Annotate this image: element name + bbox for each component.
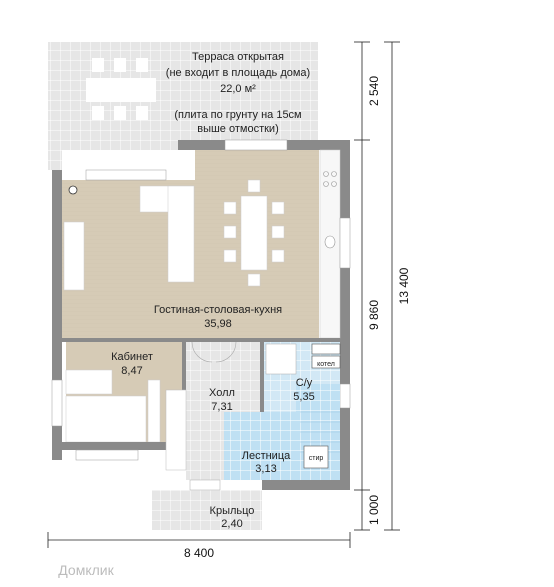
- terrace-chair: [136, 58, 148, 72]
- window: [85, 169, 167, 181]
- terrace-chair: [92, 106, 104, 120]
- sofa-side: [167, 185, 195, 283]
- interior-wall: [62, 338, 340, 342]
- chair: [223, 249, 237, 263]
- stairs-treads: [300, 411, 340, 453]
- tv-unit: [63, 221, 85, 291]
- chair: [223, 201, 237, 215]
- stove-burner: [331, 181, 337, 187]
- chair: [223, 225, 237, 239]
- shower: [265, 343, 297, 375]
- window: [339, 217, 351, 269]
- terrace-area: 22,0 м²: [220, 83, 256, 95]
- stove-burner: [331, 171, 337, 177]
- washer: [303, 445, 329, 469]
- terrace-chair: [114, 106, 126, 120]
- terrace-title: Терраса открытая: [192, 51, 284, 63]
- dimension-total-label: 13 400: [397, 267, 411, 304]
- stove-burner: [323, 181, 329, 187]
- chair: [271, 225, 285, 239]
- watermark: Домклик: [58, 562, 114, 578]
- porch-step: [189, 479, 221, 491]
- window: [75, 449, 139, 461]
- washer-label: стир: [309, 455, 324, 462]
- dimension-porch-label: 1 000: [367, 495, 381, 525]
- terrace-subtitle: (не входит в площадь дома): [166, 67, 310, 79]
- chair: [247, 179, 261, 193]
- living-area: 35,98: [204, 318, 232, 330]
- floor-lamp: [68, 185, 78, 195]
- chair: [271, 201, 285, 215]
- door-swing: [215, 341, 237, 363]
- chair: [271, 249, 285, 263]
- office-name: Кабинет: [111, 351, 153, 363]
- terrace-table: [86, 78, 156, 102]
- dimension-house-label: 9 860: [367, 300, 381, 330]
- stove-burner: [323, 171, 329, 177]
- hall-closet: [165, 389, 187, 471]
- dimension-terrace-label: 2 540: [367, 76, 381, 106]
- dimension-width-label: 8 400: [184, 546, 214, 560]
- stairs-name: Лестница: [242, 450, 291, 462]
- porch-name: Крыльцо: [210, 505, 255, 517]
- interior-wall: [62, 442, 186, 450]
- boiler-box: [311, 355, 341, 369]
- office-area: 8,47: [121, 365, 142, 377]
- bathroom-name: С/у: [296, 377, 313, 389]
- porch-area: [152, 490, 262, 530]
- window: [51, 379, 63, 427]
- interior-wall: [260, 342, 264, 480]
- chair: [247, 273, 261, 287]
- hall-area: 7,31: [211, 401, 232, 413]
- terrace-note-2: выше отмостки): [197, 123, 279, 135]
- boiler: [311, 343, 341, 355]
- dining-table: [240, 195, 268, 271]
- bathroom-area: 5,35: [293, 391, 314, 403]
- terrace-chair: [136, 106, 148, 120]
- kitchen-sink: [324, 235, 336, 249]
- terrace-chair: [92, 58, 104, 72]
- stairs-area: 3,13: [255, 463, 276, 475]
- porch-area: 2,40: [221, 518, 242, 530]
- door-swing: [191, 341, 213, 363]
- terrace-chair: [114, 58, 126, 72]
- terrace-note-1: (плита по грунту на 15см: [174, 109, 301, 121]
- dimension-width: [47, 532, 351, 548]
- office-bed: [65, 395, 147, 443]
- window: [224, 139, 288, 151]
- boiler-label: котел: [317, 361, 335, 368]
- dimension-vertical: [354, 41, 400, 531]
- office-desk: [65, 369, 113, 395]
- hall-name: Холл: [209, 387, 235, 399]
- living-name: Гостиная-столовая-кухня: [154, 304, 282, 316]
